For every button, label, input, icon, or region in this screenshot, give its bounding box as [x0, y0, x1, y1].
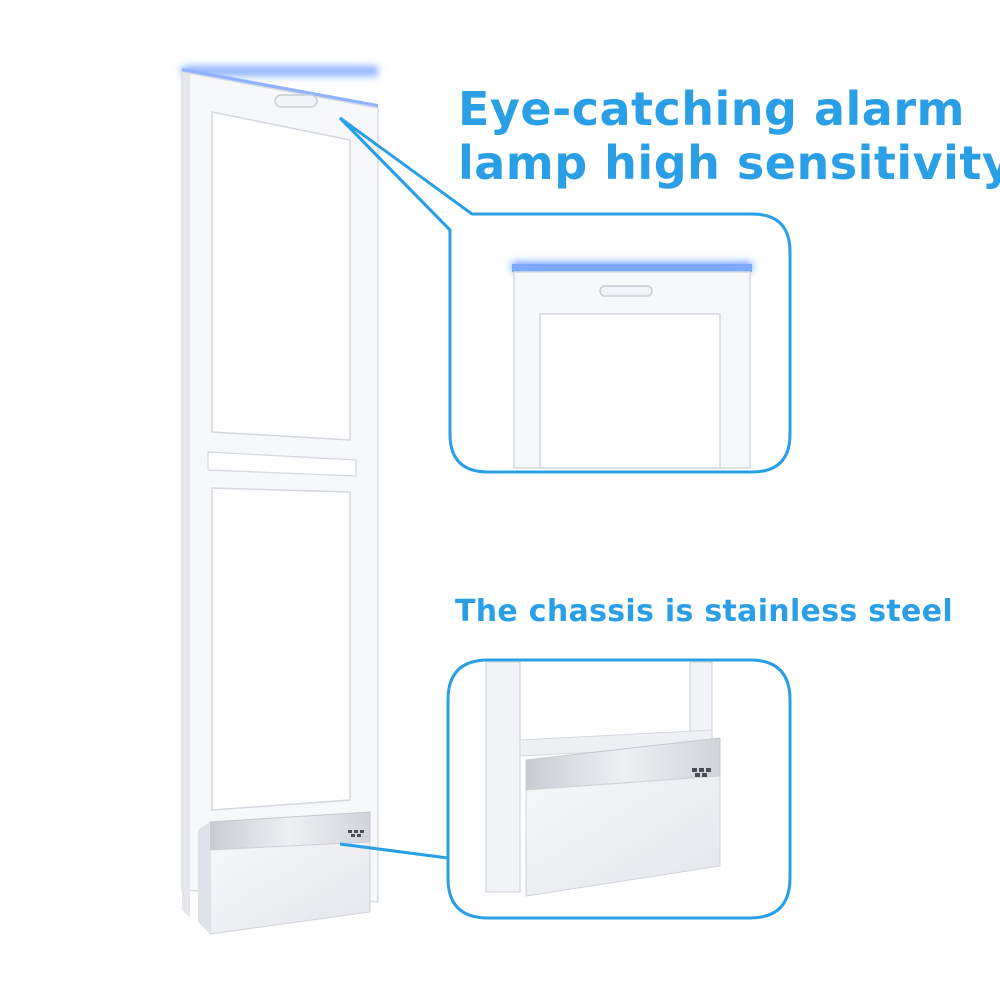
- alarm-lamp-icon: [182, 66, 378, 76]
- callout-alarm-lamp: [338, 116, 792, 474]
- top-handle-slot: [274, 94, 318, 108]
- security-gate: [181, 66, 379, 935]
- headline-line-1: Eye-catching alarm: [458, 82, 965, 136]
- headline: Eye-catching alarm lamp high sensitivity: [458, 82, 1000, 190]
- subheadline: The chassis is stainless steel: [455, 594, 953, 629]
- brand-logo-mark-icon: [348, 830, 364, 837]
- callout-chassis: [339, 658, 792, 920]
- headline-line-2: lamp high sensitivity: [458, 136, 1000, 190]
- stainless-chassis: [198, 811, 371, 935]
- brand-logo-mark-icon: [692, 768, 711, 777]
